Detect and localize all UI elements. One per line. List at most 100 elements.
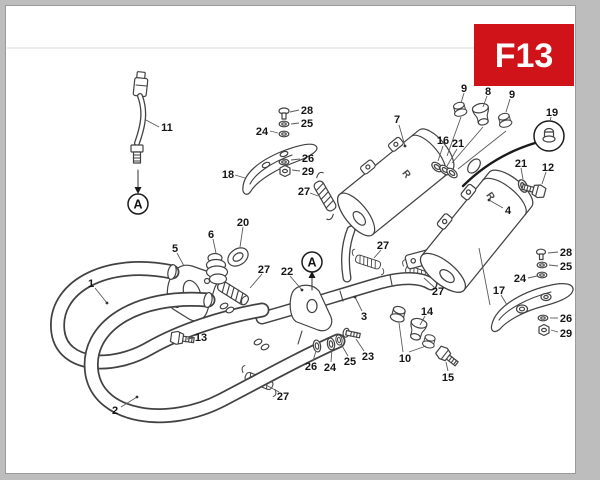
leader-line: [488, 199, 504, 209]
top-right-hardware: [446, 100, 565, 200]
part-callout-16: 16: [437, 135, 449, 147]
nut-29: [279, 164, 291, 178]
part-callout-4: 4: [505, 205, 512, 217]
part-callout-24: 24: [514, 273, 527, 285]
leader-line: [527, 275, 538, 279]
detail-marker-label: A: [307, 255, 316, 269]
leader-line: [549, 116, 552, 123]
leader-line: [354, 296, 363, 312]
part-callout-17: 17: [493, 285, 505, 297]
part-callout-25: 25: [344, 356, 356, 368]
part-callout-6: 6: [208, 229, 214, 241]
part-callout-28: 28: [560, 247, 572, 259]
part-callout-18: 18: [222, 169, 234, 181]
leader-line: [550, 329, 559, 333]
leader-line: [408, 345, 427, 353]
leader-line: [423, 277, 435, 288]
leader-line: [290, 158, 301, 161]
leader-dot: [487, 198, 491, 202]
leader-dot: [300, 288, 304, 292]
part-callout-26: 26: [305, 361, 317, 373]
washer-25-c: [536, 261, 548, 269]
leader-line: [505, 98, 511, 113]
pipe-clamp-links: [219, 295, 270, 351]
part-callout-10: 10: [399, 353, 411, 365]
header-pipe-1: [50, 261, 270, 370]
washer-24-c: [536, 271, 548, 279]
part-callout-23: 23: [362, 351, 374, 363]
leader-line: [186, 337, 194, 340]
header-pipe-2: [83, 291, 346, 424]
part-callout-15: 15: [442, 372, 454, 384]
part-callout-27: 27: [432, 286, 444, 298]
lambda-sensor: [130, 71, 149, 194]
leader-line: [460, 92, 465, 104]
part-callout-12: 12: [542, 162, 554, 174]
part-callout-26: 26: [302, 153, 314, 165]
leader-line: [120, 396, 138, 408]
leader-line: [234, 174, 246, 179]
leader-line: [239, 226, 244, 248]
leader-line: [482, 95, 488, 108]
leader-line: [547, 251, 559, 254]
part-callout-9: 9: [461, 83, 467, 95]
gasket-20: [227, 247, 249, 267]
leader-line: [289, 109, 300, 113]
part-callout-5: 5: [172, 243, 178, 255]
leader-line: [312, 350, 317, 362]
leader-line: [355, 338, 365, 352]
part-callout-29: 29: [560, 328, 572, 340]
leader-line: [330, 348, 333, 363]
part-callout-14: 14: [421, 306, 434, 318]
leader-line: [398, 322, 404, 353]
leader-line: [289, 275, 303, 291]
leader-dot: [135, 395, 139, 399]
detail-arrow-head: [134, 187, 142, 194]
detail-marker-circle: [127, 193, 149, 215]
center-detail-arrow: [308, 271, 316, 291]
part-callout-29: 29: [302, 166, 314, 178]
part-callout-26: 26: [560, 313, 572, 325]
leader-line: [437, 145, 444, 162]
section-badge: F13: [474, 24, 574, 86]
part-callout-24: 24: [324, 362, 337, 374]
leader-line: [309, 192, 319, 197]
part-callout-27: 27: [377, 240, 389, 252]
leader-line: [212, 238, 217, 254]
leader-line: [419, 315, 426, 326]
nut-29-b: [538, 323, 550, 337]
detail-pointer-curve: [461, 141, 537, 188]
muffler-inlet: [467, 158, 481, 174]
part-callout-8: 8: [485, 86, 491, 98]
part-callout-11: 11: [161, 122, 173, 134]
leader-dot: [403, 144, 407, 148]
leader-line: [290, 122, 300, 125]
part-callout-1: 1: [88, 278, 94, 290]
washer-26-c: [537, 314, 549, 322]
leader-line: [541, 171, 547, 185]
part-callout-27: 27: [298, 186, 310, 198]
leader-dot: [105, 301, 109, 305]
washer-25: [278, 120, 290, 128]
section-code: F13: [495, 37, 554, 75]
leader-line: [340, 343, 349, 357]
leader-line: [249, 273, 263, 289]
leader-line: [265, 384, 280, 393]
leader-line: [145, 119, 160, 128]
part-callout-27: 27: [277, 391, 289, 403]
washer-24: [278, 130, 290, 138]
leader-dot: [353, 295, 357, 299]
bracket-22: [289, 284, 333, 345]
leader-line: [373, 249, 382, 259]
part-callout-25: 25: [560, 261, 572, 273]
leader-line: [176, 252, 185, 267]
leader-line: [94, 287, 108, 304]
leader-line: [446, 148, 458, 167]
part-callout-2: 2: [112, 405, 118, 417]
part-callout-25: 25: [301, 118, 313, 130]
heat-shield-lower: [478, 247, 574, 337]
leader-line: [269, 130, 279, 134]
